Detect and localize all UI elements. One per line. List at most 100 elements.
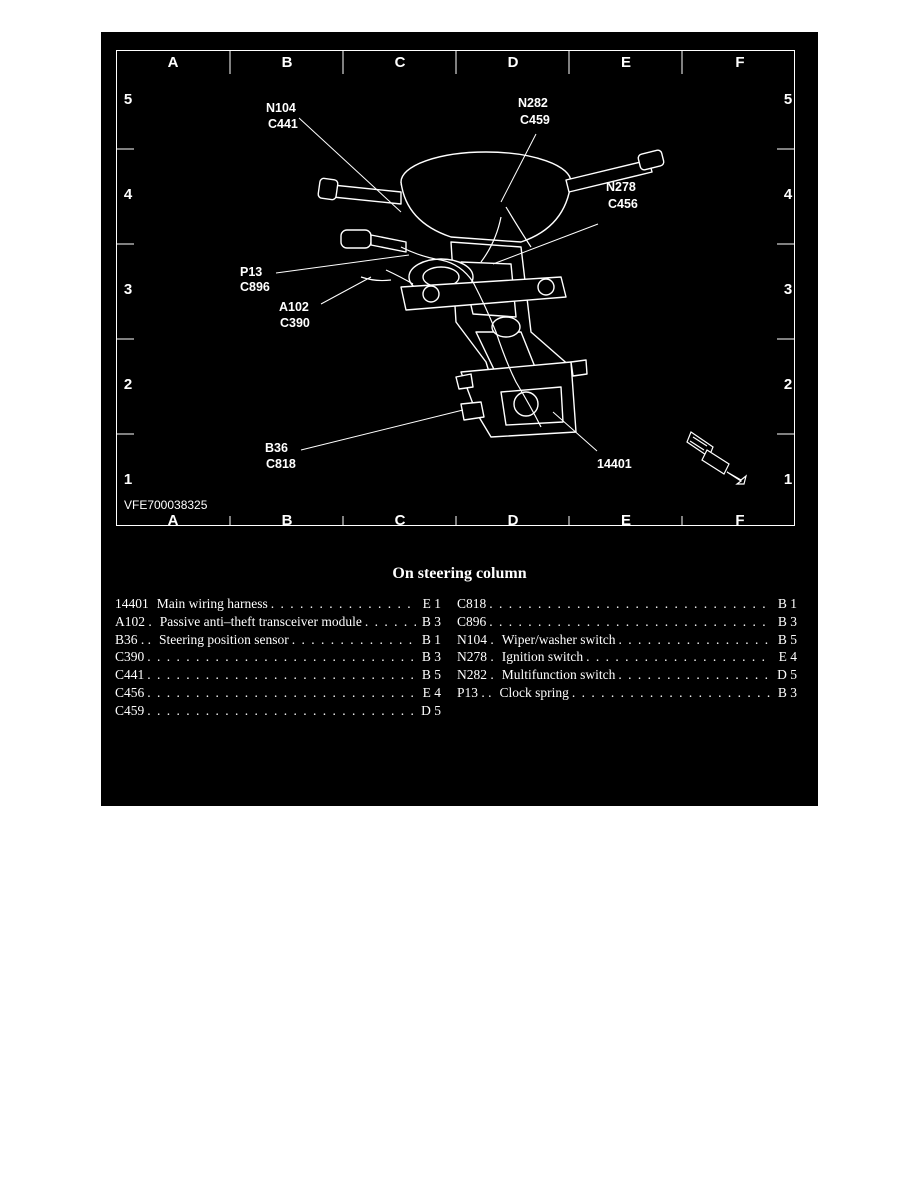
diagram-panel: A B C D E F A B C D E F 5 4 3 2 1 5 4 3 …: [101, 32, 818, 806]
legend-leader-dots: . . . . . . . . . . . . . . . . . . . . …: [270, 596, 416, 611]
callout-c456: C456: [608, 197, 638, 211]
col-label-top-d: D: [507, 54, 519, 71]
legend-item: C456. . . . . . . . . . . . . . . . . . …: [115, 685, 441, 703]
diagram-caption: On steering column: [392, 565, 527, 582]
legend-description: Ignition switch: [501, 649, 584, 665]
legend-item: C896. . . . . . . . . . . . . . . . . . …: [457, 614, 797, 632]
legend-item: C459. . . . . . . . . . . . . . . . . . …: [115, 703, 441, 721]
legend-grid-location: D 5: [777, 667, 797, 683]
legend-item: N282 . Multifunction switch. . . . . . . …: [457, 667, 797, 685]
legend-item: B36 . . Steering position sensor. . . . .…: [115, 632, 441, 650]
row-label-left-3: 3: [123, 281, 133, 298]
callout-a102: A102: [279, 300, 309, 314]
legend-code: C818: [457, 596, 487, 611]
legend-grid-location: B 1: [777, 596, 797, 611]
legend-code: C459: [115, 702, 145, 718]
legend-grid-location: B 5: [777, 631, 797, 647]
callout-p13: P13: [240, 265, 263, 279]
row-label-right-2: 2: [783, 376, 793, 393]
col-label-bottom-e: E: [620, 512, 631, 529]
col-label-bottom-a: A: [167, 512, 179, 529]
legend-leader-dots: . . . . . . . . . . . . . . . . . . . . …: [291, 631, 416, 647]
legend-code: C390: [115, 649, 145, 665]
col-label-bottom-d: D: [507, 512, 519, 529]
row-label-left-2: 2: [123, 376, 133, 393]
callout-n278: N278: [606, 180, 636, 194]
legend-leader-dots: . . . . . . . . . . . . . . . . . . . . …: [489, 613, 772, 629]
legend-code: C896: [457, 613, 487, 629]
row-label-right-4: 4: [783, 186, 793, 203]
legend-leader-dots: . . . . . . . . . . . . . . . . . . . . …: [364, 613, 416, 629]
col-label-top-b: B: [281, 54, 293, 71]
legend-grid-location: B 3: [777, 684, 797, 700]
legend-code: C441: [115, 667, 145, 683]
legend-code: 14401: [115, 596, 149, 611]
legend-leader-dots: . . . . . . . . . . . . . . . . . . . . …: [147, 684, 416, 700]
connector-icon: [686, 431, 748, 485]
legend-code: N282 .: [457, 667, 494, 683]
steering-column-drawing: [116, 50, 795, 526]
callout-c818: C818: [266, 457, 296, 471]
legend-item: 14401 Main wiring harness. . . . . . . . …: [115, 596, 441, 614]
row-label-right-1: 1: [783, 471, 793, 488]
legend-item: P13 . . Clock spring. . . . . . . . . . .…: [457, 685, 797, 703]
reference-code: VFE700038325: [124, 498, 208, 512]
legend-description: Main wiring harness: [156, 596, 268, 611]
callout-b36: B36: [265, 441, 288, 455]
legend-leader-dots: . . . . . . . . . . . . . . . . . . . . …: [147, 702, 416, 718]
legend-item: A102 . Passive anti–theft transceiver mod…: [115, 614, 441, 632]
legend-leader-dots: . . . . . . . . . . . . . . . . . . . . …: [618, 667, 772, 683]
legend-description: Passive anti–theft transceiver module: [159, 613, 362, 629]
col-label-bottom-c: C: [394, 512, 406, 529]
callout-c390: C390: [280, 316, 310, 330]
legend-description: Wiper/washer switch: [501, 631, 616, 647]
legend-item: N104 . Wiper/washer switch. . . . . . . .…: [457, 632, 797, 650]
legend-leader-dots: . . . . . . . . . . . . . . . . . . . . …: [147, 667, 416, 683]
col-label-bottom-b: B: [281, 512, 293, 529]
legend-code: B36 . .: [115, 631, 152, 647]
legend-grid-location: D 5: [421, 702, 441, 718]
col-label-top-c: C: [394, 54, 406, 71]
legend-grid-location: B 3: [421, 649, 441, 665]
legend-item: C441. . . . . . . . . . . . . . . . . . …: [115, 667, 441, 685]
legend-leader-dots: . . . . . . . . . . . . . . . . . . . . …: [586, 649, 772, 665]
legend-description: Multifunction switch: [501, 667, 616, 683]
legend-code: C456: [115, 684, 145, 700]
legend-leader-dots: . . . . . . . . . . . . . . . . . . . . …: [147, 649, 416, 665]
legend-leader-dots: . . . . . . . . . . . . . . . . . . . . …: [571, 684, 772, 700]
legend-grid-location: B 3: [421, 613, 441, 629]
row-label-left-1: 1: [123, 471, 133, 488]
legend-grid-location: B 3: [777, 613, 797, 629]
callout-c896: C896: [240, 280, 270, 294]
legend-grid-location: B 5: [421, 667, 441, 683]
legend-grid-location: B 1: [421, 631, 441, 647]
col-label-bottom-f: F: [735, 512, 745, 529]
legend-item: N278 . Ignition switch. . . . . . . . . .…: [457, 649, 797, 667]
row-label-left-5: 5: [123, 91, 133, 108]
legend-code: N104 .: [457, 631, 494, 647]
legend-leader-dots: . . . . . . . . . . . . . . . . . . . . …: [489, 596, 772, 611]
row-label-right-5: 5: [783, 91, 793, 108]
legend-code: A102 .: [115, 613, 152, 629]
col-label-top-f: F: [735, 54, 745, 71]
legend-description: Clock spring: [499, 684, 569, 700]
legend-description: Steering position sensor: [159, 631, 289, 647]
col-label-top-e: E: [620, 54, 631, 71]
legend-right: C818. . . . . . . . . . . . . . . . . . …: [457, 596, 797, 703]
legend-code: P13 . .: [457, 684, 492, 700]
col-label-top-a: A: [167, 54, 179, 71]
legend-leader-dots: . . . . . . . . . . . . . . . . . . . . …: [618, 631, 772, 647]
row-label-right-3: 3: [783, 281, 793, 298]
legend-grid-location: E 4: [422, 684, 441, 700]
legend-item: C390. . . . . . . . . . . . . . . . . . …: [115, 649, 441, 667]
callout-n104: N104: [266, 101, 296, 115]
legend-item: C818. . . . . . . . . . . . . . . . . . …: [457, 596, 797, 614]
legend-grid-location: E 4: [778, 649, 797, 665]
callout-14401: 14401: [597, 457, 632, 471]
callout-c441: C441: [268, 117, 298, 131]
legend-code: N278 .: [457, 649, 494, 665]
row-label-left-4: 4: [123, 186, 133, 203]
callout-c459: C459: [520, 113, 550, 127]
legend-grid-location: E 1: [422, 596, 441, 611]
